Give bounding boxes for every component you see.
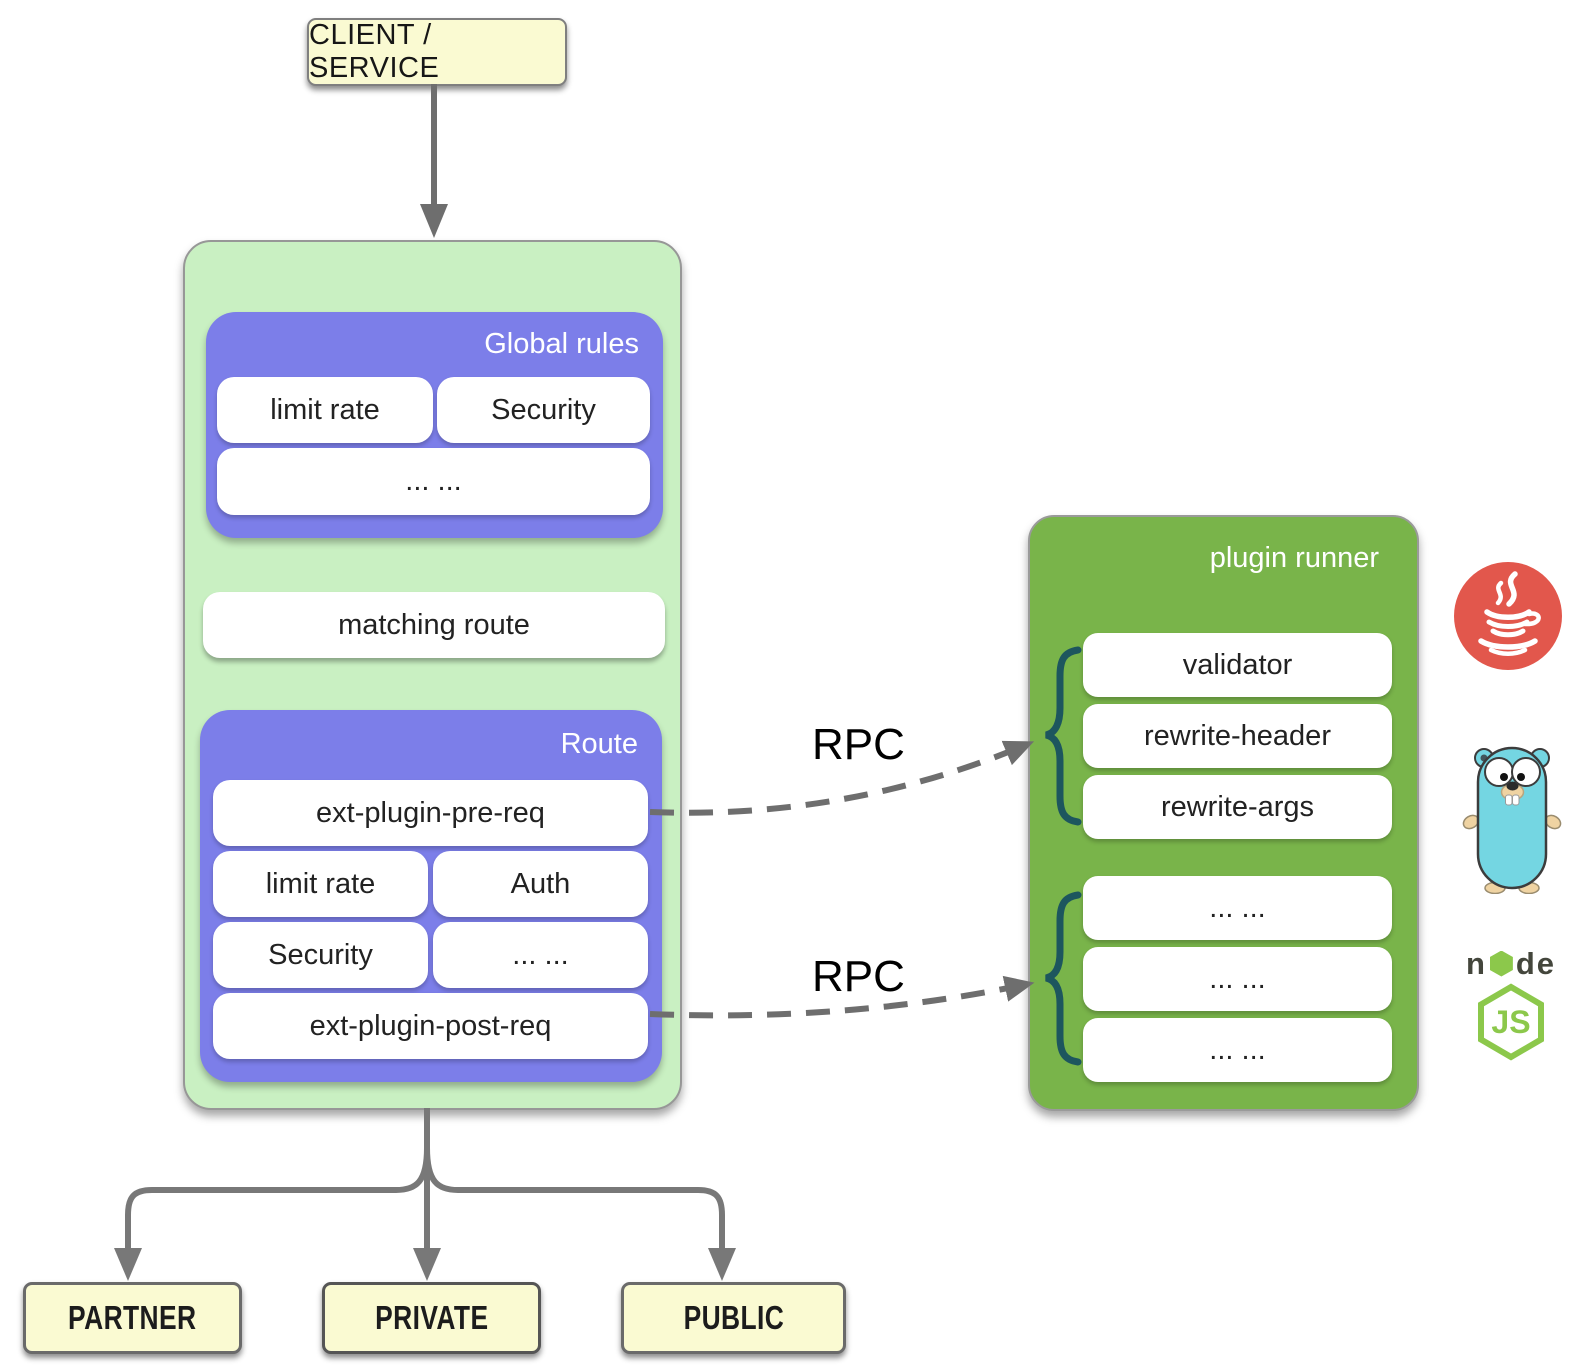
nodejs-wordmark: n de: [1466, 948, 1556, 979]
plugin-box-ext-plugin-post-req: ext-plugin-post-req: [213, 993, 648, 1059]
plugin-box-ext-plugin-pre-req: ext-plugin-pre-req: [213, 780, 648, 846]
upstream-partner-label: PARTNER: [68, 1299, 197, 1336]
gateway-to-upstreams-connector: [125, 1108, 725, 1250]
matching-route-box: matching route: [203, 592, 665, 658]
nodejs-wordmark-left: n: [1465, 946, 1487, 981]
arrowhead-partner: [114, 1248, 142, 1281]
upstream-public-label: PUBLIC: [683, 1299, 784, 1336]
runner-box-ellipsis: ... ...: [1083, 947, 1392, 1011]
nodejs-icon: n de JS: [1448, 948, 1574, 1065]
client-to-gateway-arrow: [420, 84, 448, 238]
runner-box-rewrite-header: rewrite-header: [1083, 704, 1392, 768]
route-title: Route: [560, 727, 638, 760]
java-icon: [1452, 560, 1564, 672]
rpc-label-bottom: RPC: [812, 952, 905, 1001]
plugin-box-auth: Auth: [433, 851, 648, 917]
nodejs-wordmark-right: de: [1515, 946, 1557, 981]
plugin-runner-title: plugin runner: [1209, 541, 1379, 574]
nodejs-js-hexagon-icon: JS: [1478, 983, 1544, 1061]
upstream-private-label: PRIVATE: [374, 1299, 489, 1336]
runner-box-validator: validator: [1083, 633, 1392, 697]
upstream-public-box: PUBLIC: [621, 1282, 846, 1354]
nodejs-hexagon-o-icon: [1489, 950, 1513, 977]
plugin-box-security: Security: [437, 377, 650, 443]
runner-box-ellipsis: ... ...: [1083, 876, 1392, 940]
plugin-box-ellipsis: ... ...: [433, 922, 648, 988]
arrowhead-public: [708, 1248, 736, 1281]
go-gopher-icon: [1462, 742, 1562, 895]
plugin-box-limit-rate: limit rate: [217, 377, 433, 443]
global-rules-title: Global rules: [484, 327, 639, 360]
client-service-label: CLIENT / SERVICE: [309, 19, 440, 84]
plugin-box-limit-rate: limit rate: [213, 851, 428, 917]
arrowhead-private: [413, 1248, 441, 1281]
plugin-box-security: Security: [213, 922, 428, 988]
upstream-private-box: PRIVATE: [322, 1282, 541, 1354]
runner-box-ellipsis: ... ...: [1083, 1018, 1392, 1082]
upstream-partner-box: PARTNER: [23, 1282, 242, 1354]
plugin-box-ellipsis: ... ...: [217, 448, 650, 515]
nodejs-js-label: JS: [1491, 1004, 1530, 1040]
client-service-box: CLIENT / SERVICE: [307, 18, 567, 86]
rpc-label-top: RPC: [812, 720, 905, 769]
runner-box-rewrite-args: rewrite-args: [1083, 775, 1392, 839]
